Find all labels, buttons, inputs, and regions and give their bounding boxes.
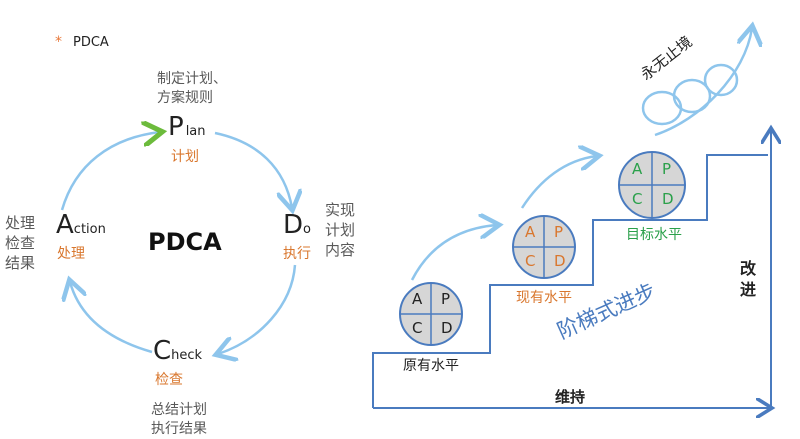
action-cn-label: 处理 [57,246,85,262]
arc-level1-to-level2 [410,225,497,281]
level3-label: 目标水平 [626,227,682,243]
plan-cn-label: 计划 [171,149,199,165]
header-marker: * [55,34,62,50]
cycle-arc-do-to-check [218,264,297,354]
check-label: Check [153,336,203,366]
staircase-line [372,154,768,408]
maintain-label: 维持 [555,388,586,406]
cycle-arc-plan-to-do [214,131,292,208]
cycle-arc-action-to-plan [60,132,160,211]
do-label: Do [283,210,311,240]
endless-loops [641,63,739,126]
cycle-arc-check-to-action [70,282,153,354]
level3-quadrant-a: A [632,160,643,178]
check-cn-label: 检查 [155,372,183,388]
do-cn-label: 执行 [283,246,311,262]
level3-quadrant-c: C [632,190,643,208]
level1-quadrant-c: C [412,319,423,337]
level1-quadrant-a: A [412,290,423,308]
check-description: 总结计划 执行结果 [151,402,207,437]
level2-quadrant-a: A [525,223,536,241]
improve-label: 改 进 [740,259,757,299]
level3-quadrant-p: P [662,160,672,178]
level1-label: 原有水平 [403,358,459,374]
action-description: 处理 检查 结果 [5,214,36,272]
level1-quadrant-p: P [441,290,451,308]
level1-quadrant-d: D [441,319,453,337]
level3-quadrant-d: D [662,190,674,208]
level2-label: 现有水平 [516,290,572,306]
level2-quadrant-p: P [554,223,564,241]
plan-description: 制定计划、 方案规则 [157,71,227,106]
arc-level2-to-level3 [520,156,597,209]
level2-quadrant-c: C [525,252,536,270]
pdca-circle-level3 [618,151,686,219]
action-label: Action [56,210,106,240]
pdca-circle-level1 [399,282,463,346]
pdca-circle-level2 [512,215,576,279]
pdca-center-title: PDCA [148,228,222,256]
header-label: PDCA [73,35,109,50]
do-description: 实现 计划 内容 [325,201,356,259]
level2-quadrant-d: D [554,252,566,270]
